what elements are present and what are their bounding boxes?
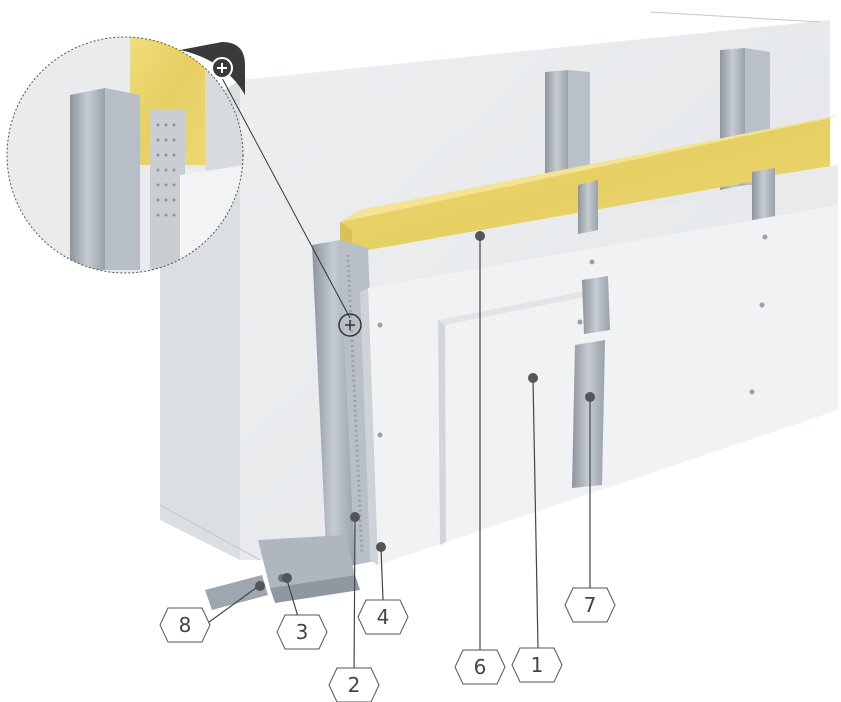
svg-text:6: 6: [474, 655, 487, 679]
joint-stud: [572, 276, 610, 488]
leader-lines: [204, 236, 591, 681]
callout-1: 1: [511, 647, 563, 683]
leader-dots: [255, 231, 595, 591]
upper-board: [775, 165, 838, 215]
svg-text:7: 7: [584, 593, 597, 617]
callout-2: 2: [328, 667, 380, 702]
svg-text:4: 4: [377, 605, 390, 629]
zoom-detail: [6, 36, 351, 319]
callout-4: 4: [357, 599, 409, 635]
svg-text:3: 3: [296, 620, 309, 644]
plus-circle-icon[interactable]: [338, 313, 362, 337]
right-stud: [752, 168, 775, 225]
callout-3: 3: [276, 614, 328, 650]
floor-track: [205, 535, 360, 610]
callout-8: 8: [159, 607, 211, 643]
svg-text:1: 1: [531, 653, 544, 677]
svg-text:8: 8: [179, 613, 192, 637]
callout-6: 6: [454, 649, 506, 685]
mid-stud: [578, 180, 598, 234]
callout-7: 7: [564, 587, 616, 623]
svg-text:2: 2: [348, 673, 361, 697]
plus-circle-icon[interactable]: [211, 57, 233, 79]
